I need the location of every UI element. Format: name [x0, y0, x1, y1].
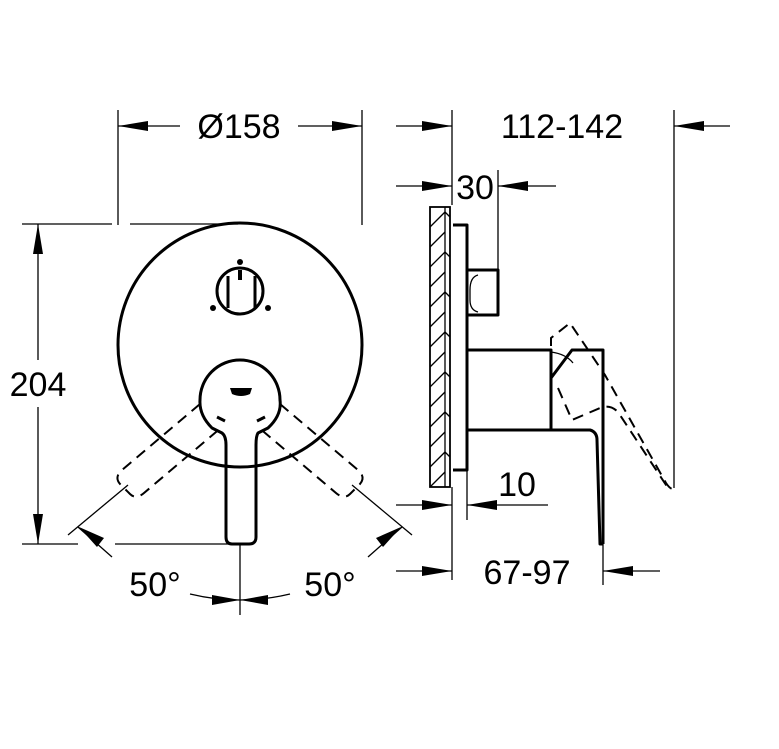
escutcheon-plate [116, 221, 364, 469]
dimension-diameter-label: Ø158 [197, 108, 280, 146]
dimension-diverter-depth-label: 30 [456, 169, 494, 207]
mixer-body-side [467, 348, 605, 546]
dimension-projection-max: 112-142 [396, 108, 730, 488]
dimension-projection-lever: 67-97 [396, 544, 660, 592]
dimension-height-label: 204 [10, 366, 67, 404]
diverter-knob-icon [210, 259, 271, 316]
dimension-diverter-depth: 30 [396, 169, 556, 314]
dimension-projection-lever-label: 67-97 [484, 554, 571, 592]
dimension-angle-right-label: 50° [304, 566, 355, 604]
lever-handle-rotated-right [257, 403, 364, 498]
dimension-projection-max-label: 112-142 [501, 108, 623, 146]
wall-section [429, 206, 451, 488]
dimension-plate-thickness: 10 [396, 466, 548, 580]
dimension-diameter: Ø158 [117, 108, 363, 225]
dimension-angles: 50° 50° [67, 484, 413, 615]
diverter-knob-side [467, 268, 500, 317]
dimension-height: 204 [10, 223, 238, 545]
escutcheon-plate-side [453, 223, 469, 472]
lever-side-raised [550, 321, 677, 491]
dimension-plate-thickness-label: 10 [498, 466, 536, 504]
side-view: 112-142 30 [396, 108, 730, 592]
lever-handle [198, 358, 282, 546]
front-view: Ø158 204 [10, 108, 413, 615]
dimension-angle-left-label: 50° [129, 566, 180, 604]
lever-handle-rotated-left [116, 403, 223, 498]
